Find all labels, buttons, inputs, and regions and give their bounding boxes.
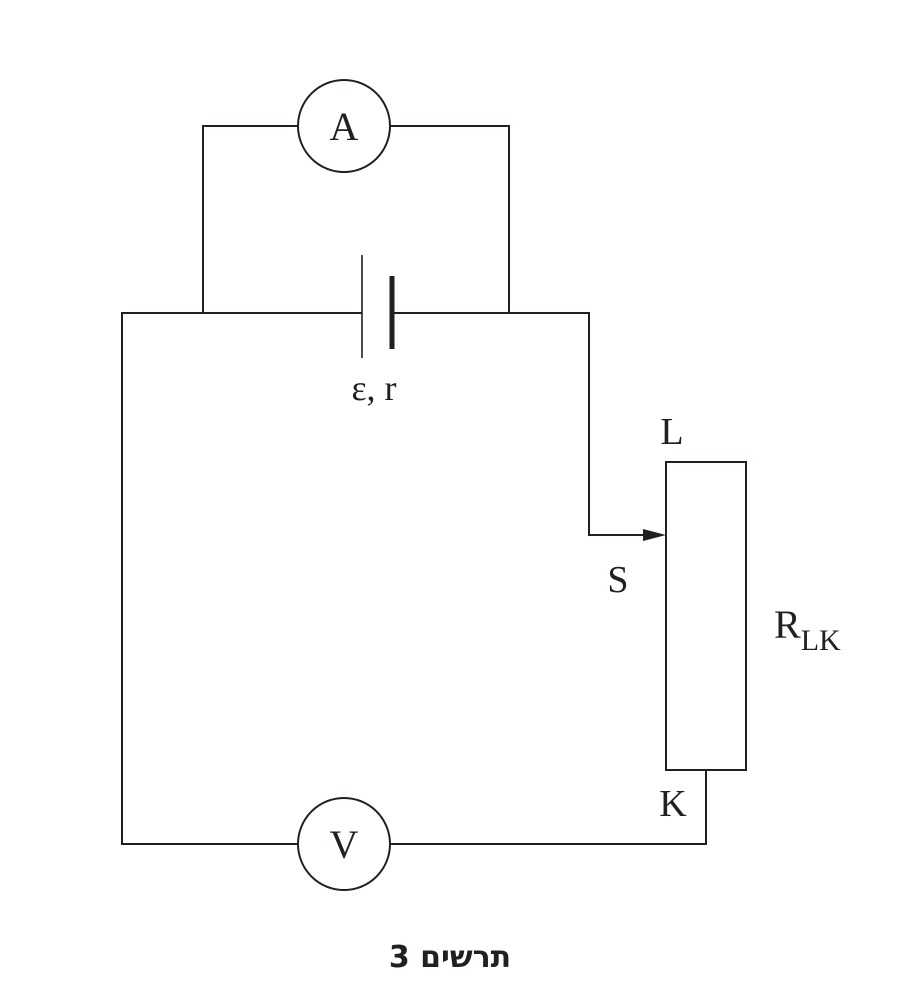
- slider-arrowhead: [643, 529, 666, 541]
- resistor-label: RLK: [774, 602, 841, 657]
- terminal-k-label: K: [659, 783, 687, 825]
- resistor-label-main: R: [774, 602, 801, 647]
- terminal-l-label: L: [660, 411, 683, 453]
- voltmeter-circle: [297, 797, 391, 891]
- ammeter-circle: [297, 79, 391, 173]
- figure-caption: תרשים 3: [388, 940, 512, 975]
- voltmeter-label: V: [330, 822, 359, 867]
- slider-s-label: S: [607, 559, 628, 601]
- ammeter-loop-wire: [202, 125, 510, 313]
- ammeter-label: A: [330, 104, 359, 149]
- slider-wire: [392, 312, 644, 536]
- bottom-right-wire: [390, 770, 707, 845]
- battery-label: ε, r: [351, 368, 396, 408]
- left-branch-wire: [121, 312, 362, 845]
- resistor-label-subscript: LK: [801, 624, 841, 657]
- variable-resistor: [665, 461, 747, 771]
